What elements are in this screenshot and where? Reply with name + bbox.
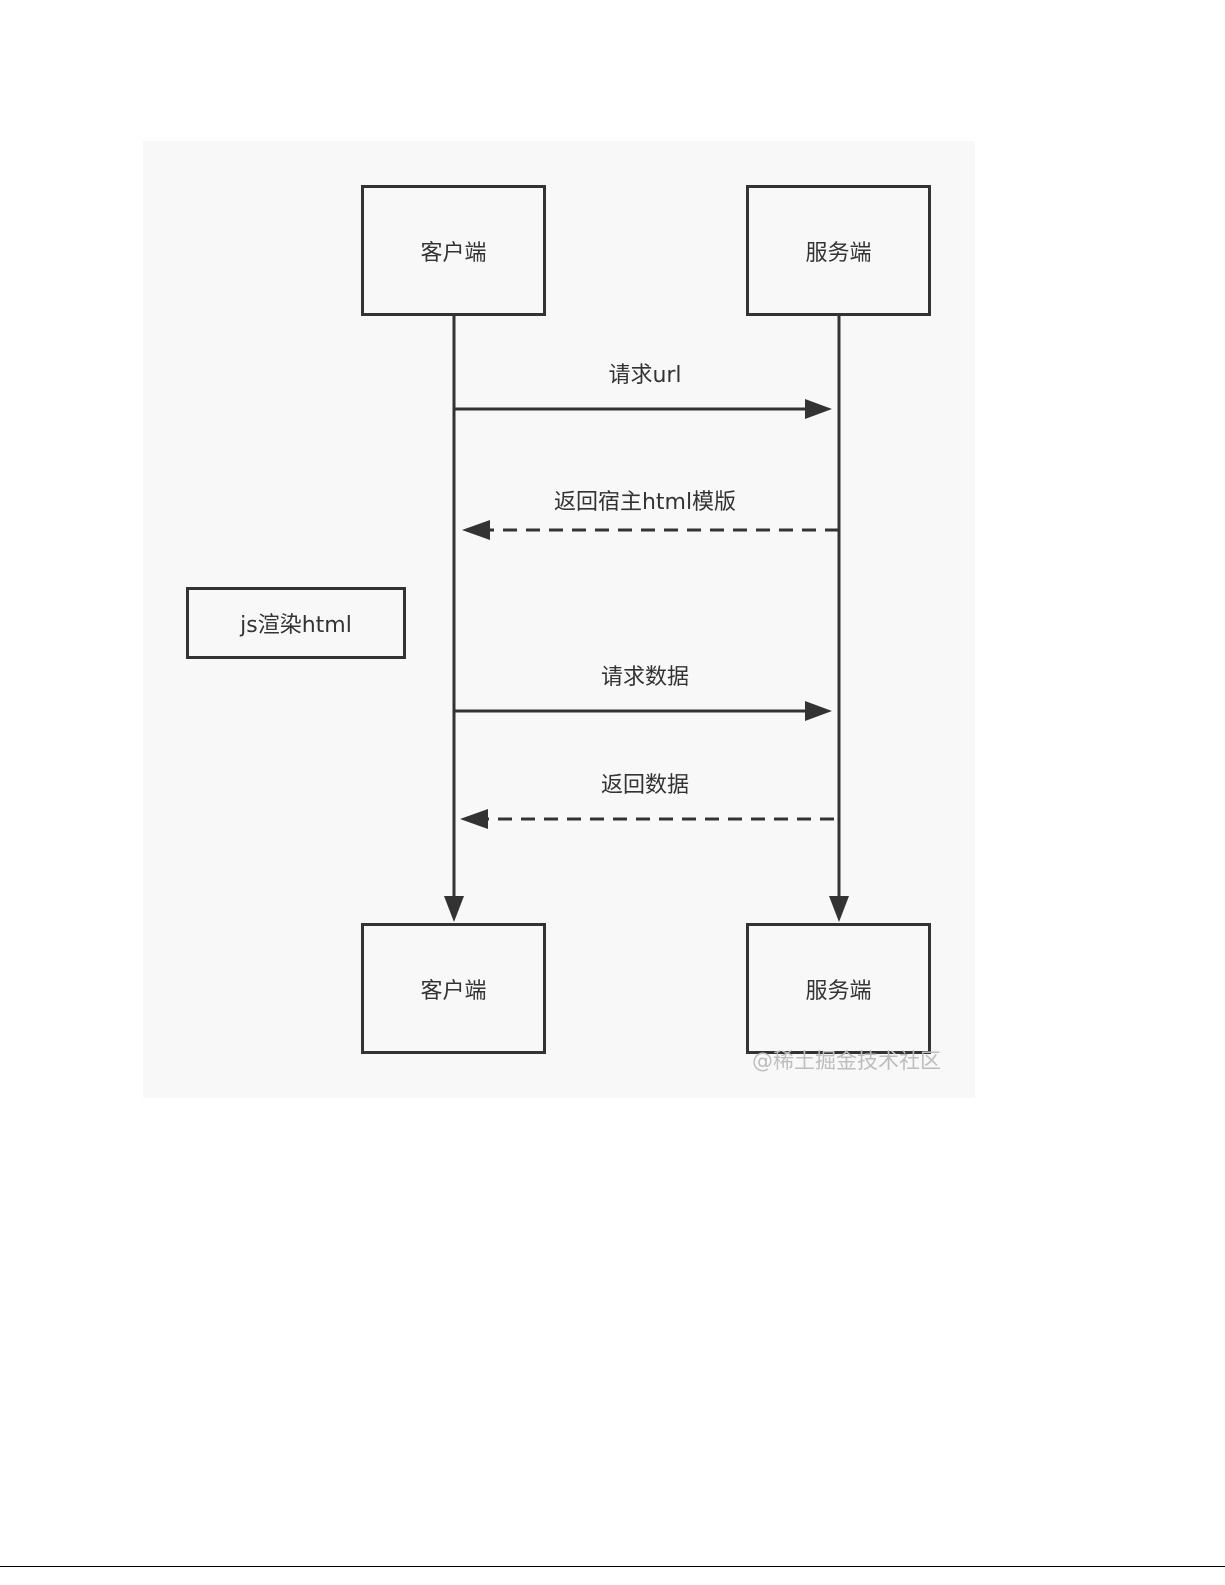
client-box-bottom-label: 客户端 bbox=[420, 973, 486, 1005]
page-bottom-rule bbox=[0, 1566, 1225, 1567]
message-arrowhead-request-data bbox=[805, 701, 832, 721]
client-lifeline-arrowhead bbox=[444, 896, 464, 922]
note-label: js渲染html bbox=[240, 607, 352, 639]
message-arrowhead-return-template bbox=[462, 520, 490, 540]
message-arrowhead-return-data bbox=[460, 809, 488, 829]
message-label-return-data: 返回数据 bbox=[601, 767, 689, 799]
message-label-request-url: 请求url bbox=[608, 357, 681, 389]
message-label-return-template: 返回宿主html模版 bbox=[554, 484, 736, 516]
note-box: js渲染html bbox=[186, 587, 406, 659]
server-box-bottom: 服务端 bbox=[746, 923, 931, 1054]
client-box-bottom: 客户端 bbox=[361, 923, 546, 1054]
client-box-top-label: 客户端 bbox=[420, 235, 486, 267]
message-arrowhead-request-url bbox=[805, 399, 832, 419]
server-box-top: 服务端 bbox=[746, 185, 931, 316]
watermark: @稀土掘金技术社区 bbox=[752, 1045, 941, 1075]
server-box-top-label: 服务端 bbox=[805, 235, 871, 267]
message-label-request-data: 请求数据 bbox=[601, 659, 689, 691]
server-box-bottom-label: 服务端 bbox=[805, 973, 871, 1005]
server-lifeline-arrowhead bbox=[829, 896, 849, 922]
client-box-top: 客户端 bbox=[361, 185, 546, 316]
